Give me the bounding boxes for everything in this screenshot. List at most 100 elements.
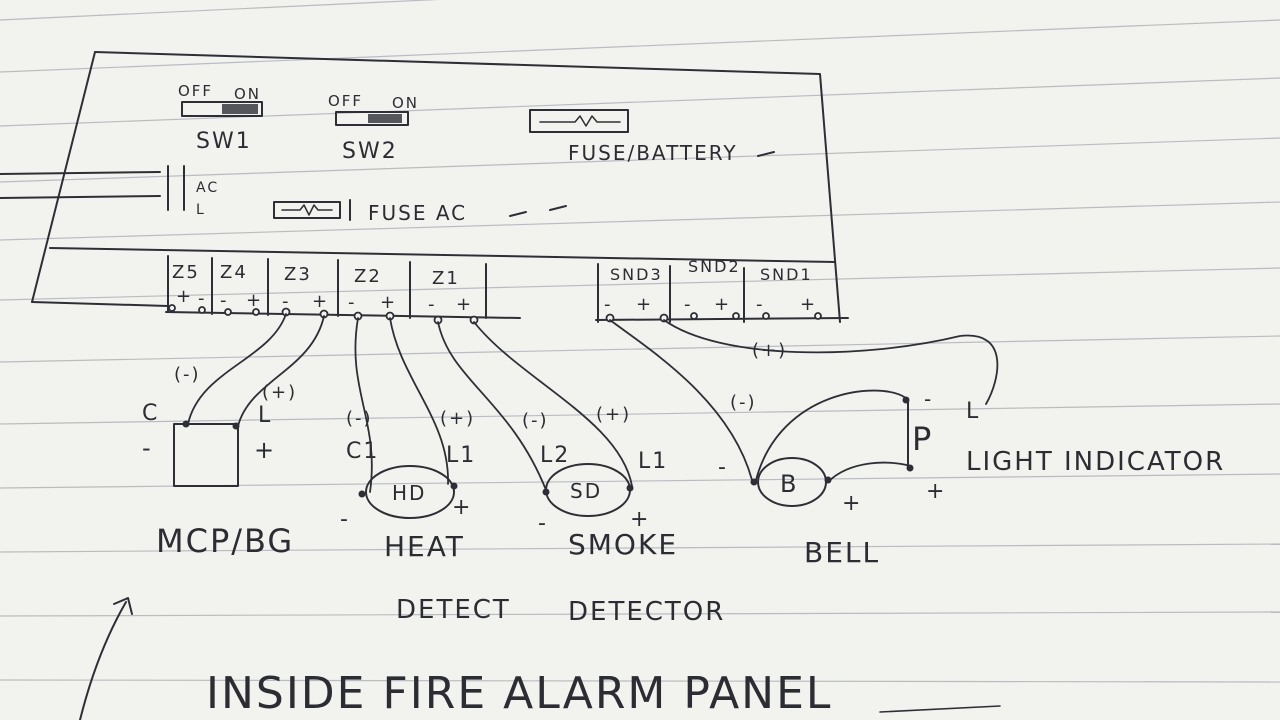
heat-detector-symbol — [365, 465, 455, 519]
light-indicator: P - + L LIGHT INDICATOR — [902, 387, 1223, 504]
fuse-ac-label: FUSE AC — [368, 201, 467, 225]
sounder-terminal-block: SND3 - + SND2 - + SND1 - + — [595, 257, 849, 323]
panel-outline — [0, 51, 841, 323]
mcp-minus: - — [142, 434, 153, 462]
zone-z3: Z3 - + — [282, 264, 327, 312]
zone-minus: - — [198, 288, 207, 309]
mcp-label: MCP/BG — [156, 522, 294, 560]
footer-title: INSIDE FIRE ALARM PANEL — [206, 668, 832, 719]
zone-label: Z2 — [354, 266, 382, 287]
zone-z1: Z1 - + — [428, 268, 473, 315]
arrow-head — [113, 597, 133, 615]
sw2-knob — [368, 114, 402, 123]
ruled-lines — [0, 0, 1280, 683]
sounder-snd2: SND2 - + — [684, 257, 741, 315]
sounder-plus: + — [636, 294, 653, 315]
smoke-terminal-c — [542, 488, 550, 496]
sw2-label: SW2 — [342, 139, 398, 164]
zone-label: Z5 — [172, 262, 200, 283]
bell-code: B — [780, 470, 798, 498]
heat-label-line2: DETECT — [396, 595, 511, 625]
zone-plus: + — [246, 290, 263, 311]
zone-z5: Z5 + - — [172, 262, 207, 309]
sounder-minus: - — [604, 294, 613, 315]
heat-l-label: L1 — [446, 443, 476, 468]
heat-label-line1: HEAT — [384, 530, 465, 563]
smoke-l-label: L1 — [638, 449, 668, 474]
light-l-label: L — [966, 399, 980, 424]
fuse-battery-holder — [529, 109, 629, 133]
heat-pos-tag: (+) — [440, 408, 475, 429]
bell-neg-tag: (-) — [730, 392, 757, 413]
zone-plus: + — [456, 294, 473, 315]
sw2-on-label: ON — [392, 94, 419, 112]
dash-mark-2 — [509, 211, 527, 217]
bell-terminal-neg — [750, 478, 758, 486]
sw1-on-label: ON — [234, 85, 261, 103]
ac-line-label: L — [196, 202, 206, 218]
zone-z2: Z2 - + — [348, 266, 397, 313]
switch-sw1: OFF ON SW1 — [178, 82, 263, 154]
wires — [187, 313, 999, 493]
zone-plus: + — [380, 292, 397, 313]
sounder-minus: - — [684, 294, 693, 315]
dash-mark — [757, 151, 775, 157]
smoke-minus: - — [538, 511, 548, 536]
arrow-shaft — [79, 601, 127, 720]
smoke-c-label: L2 — [540, 443, 570, 468]
smoke-terminal-l — [626, 484, 634, 492]
sw2-off-label: OFF — [328, 92, 363, 110]
sounder-plus: + — [714, 294, 731, 315]
light-minus: - — [924, 387, 933, 411]
sounder-screw-terminals — [605, 312, 822, 323]
sounder-snd1: SND1 - + — [756, 265, 815, 315]
mcp-device: (-) (+) C L - + MCP/BG — [142, 364, 297, 560]
switch-sw2: OFF ON SW2 — [328, 92, 419, 164]
zone-label: Z3 — [284, 264, 312, 285]
sounder-minus: - — [756, 294, 765, 315]
mcp-terminal-l — [232, 422, 240, 430]
fuse-ac-element — [281, 204, 333, 216]
sounder-label: SND1 — [760, 265, 813, 284]
bell-pos-tag: (+) — [752, 340, 787, 361]
heat-terminal-l — [450, 482, 458, 490]
mcp-box — [173, 423, 239, 487]
smoke-label-line2: DETECTOR — [568, 597, 725, 627]
dash-mark-3 — [549, 205, 567, 211]
heat-plus: + — [452, 495, 472, 520]
bell-label: BELL — [804, 536, 880, 569]
zone-label: Z1 — [432, 268, 460, 289]
zone-label: Z4 — [220, 262, 248, 283]
smoke-pos-tag: (+) — [596, 404, 631, 425]
heat-c-label: C1 — [346, 439, 379, 464]
sw1-slot — [181, 101, 263, 117]
mcp-pos-tag: (+) — [262, 382, 297, 403]
mcp-c-label: C — [142, 401, 159, 426]
sw1-off-label: OFF — [178, 82, 213, 100]
zone-minus: - — [348, 292, 357, 313]
zone-minus: - — [428, 294, 437, 315]
fuse-ac-holder — [273, 201, 341, 219]
heat-detector: HD (-) (+) C1 L1 - + HEAT DETECT — [340, 408, 511, 625]
sw1-label: SW1 — [196, 129, 252, 154]
fuse-battery-element — [539, 115, 621, 127]
heat-terminal-c — [358, 490, 366, 498]
footer-underline — [879, 705, 1001, 713]
sw2-slot — [335, 111, 409, 126]
fuse-battery-label: FUSE/BATTERY — [568, 141, 738, 165]
fuse-battery: FUSE/BATTERY — [529, 109, 775, 165]
smoke-neg-tag: (-) — [522, 410, 549, 431]
bell-plus: + — [842, 491, 862, 516]
light-code: P — [912, 420, 933, 458]
bell-device: B (-) (+) - + BELL — [718, 340, 880, 569]
smoke-plus: + — [630, 507, 650, 532]
smoke-detector: SD (-) (+) L2 L1 - + SMOKE DETECTOR — [522, 404, 725, 627]
mcp-terminal-c — [182, 420, 190, 428]
zone-minus: - — [220, 290, 229, 311]
zone-plus: + — [176, 286, 193, 307]
sw1-knob — [222, 104, 258, 114]
smoke-label-line1: SMOKE — [568, 528, 678, 561]
sounder-label: SND2 — [688, 257, 741, 276]
